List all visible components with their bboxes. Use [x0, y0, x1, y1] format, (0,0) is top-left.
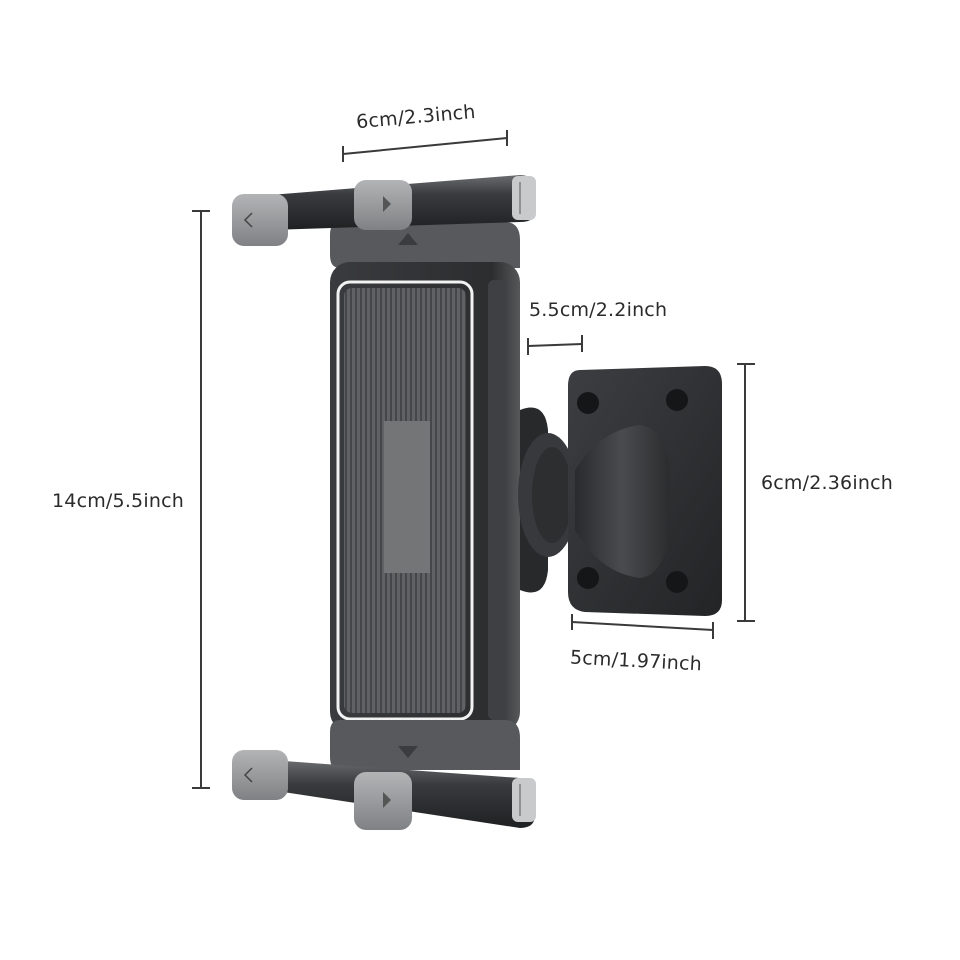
screw-hole: [666, 571, 688, 593]
bottom-clamp-assembly: [232, 720, 536, 830]
dimension-label-plate-height: 6cm/2.36inch: [761, 472, 893, 494]
mount-plate: [568, 366, 722, 616]
down-triangle-icon: [398, 746, 418, 758]
screw-hole: [577, 392, 599, 414]
dim-line-plate-width: [571, 621, 714, 631]
dim-line-mount-depth: [527, 343, 583, 347]
chevron-left-icon: [243, 212, 253, 228]
bottom-left-slider-button: [232, 750, 288, 800]
top-left-slider-button: [232, 194, 288, 246]
play-right-icon: [383, 196, 391, 212]
dimension-label-mount-depth: 5.5cm/2.2inch: [529, 299, 668, 321]
rubber-pad: [384, 421, 430, 573]
screw-hole: [666, 389, 688, 411]
dim-line-clamp-width: [342, 137, 508, 155]
chevron-left-icon: [243, 767, 253, 783]
panel-rim: [336, 280, 474, 721]
holder-body: [330, 262, 520, 732]
ball-joint: [518, 407, 578, 593]
dimension-label-holder-height: 14cm/5.5inch: [52, 490, 184, 512]
dimension-lines: [192, 130, 755, 789]
screw-hole: [577, 567, 599, 589]
up-triangle-icon: [398, 233, 418, 245]
play-right-icon: [383, 792, 391, 808]
top-clamp-assembly: [232, 175, 536, 268]
